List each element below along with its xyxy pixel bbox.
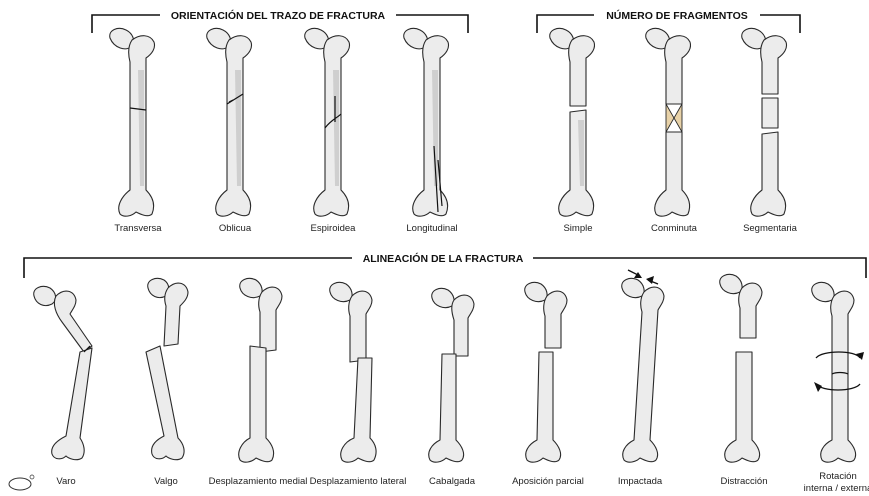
label-desplazamiento-lateral: Desplazamiento lateral bbox=[310, 476, 407, 487]
label-segmentaria: Segmentaria bbox=[743, 223, 798, 234]
bone-impactada bbox=[622, 270, 664, 462]
bone-transversa bbox=[110, 28, 155, 216]
orientation-title: ORIENTACIÓN DEL TRAZO DE FRACTURA bbox=[171, 9, 386, 22]
label-conminuta: Conminuta bbox=[651, 223, 698, 234]
label-impactada: Impactada bbox=[618, 476, 663, 487]
label-distraccion: Distracción bbox=[721, 476, 768, 487]
bone-simple bbox=[550, 28, 595, 216]
bone-conminuta bbox=[646, 28, 691, 216]
label-espiroidea: Espiroidea bbox=[311, 223, 357, 234]
bone-segmentaria bbox=[742, 28, 787, 216]
label-desplazamiento-medial: Desplazamiento medial bbox=[209, 476, 308, 487]
author-logo bbox=[9, 475, 34, 490]
label-valgo: Valgo bbox=[154, 476, 178, 487]
bone-varo bbox=[34, 286, 92, 459]
bone-longitudinal bbox=[404, 28, 449, 216]
label-varo: Varo bbox=[56, 476, 75, 487]
alignment-title: ALINEACIÓN DE LA FRACTURA bbox=[363, 252, 524, 265]
fragments-header: NÚMERO DE FRAGMENTOS bbox=[537, 9, 800, 33]
bone-rotacion bbox=[812, 282, 864, 462]
fragments-title: NÚMERO DE FRAGMENTOS bbox=[606, 9, 748, 22]
bone-valgo bbox=[146, 278, 188, 459]
bone-desplazamiento-medial bbox=[239, 278, 282, 462]
label-longitudinal: Longitudinal bbox=[406, 223, 457, 234]
bone-oblicua bbox=[207, 28, 252, 216]
label-simple: Simple bbox=[563, 223, 592, 234]
bone-cabalgada bbox=[429, 288, 474, 462]
alignment-header: ALINEACIÓN DE LA FRACTURA bbox=[24, 252, 866, 278]
label-rotacion-1: Rotación bbox=[819, 471, 857, 482]
label-cabalgada: Cabalgada bbox=[429, 476, 476, 487]
bone-desplazamiento-lateral bbox=[330, 282, 376, 462]
bone-distraccion bbox=[720, 274, 762, 462]
label-rotacion-2: interna / externa bbox=[804, 483, 869, 494]
label-oblicua: Oblicua bbox=[219, 223, 252, 234]
bone-aposicion-parcial bbox=[525, 282, 567, 462]
label-transversa: Transversa bbox=[114, 223, 162, 234]
bone-espiroidea bbox=[305, 28, 350, 216]
label-aposicion-parcial: Aposición parcial bbox=[512, 476, 584, 487]
